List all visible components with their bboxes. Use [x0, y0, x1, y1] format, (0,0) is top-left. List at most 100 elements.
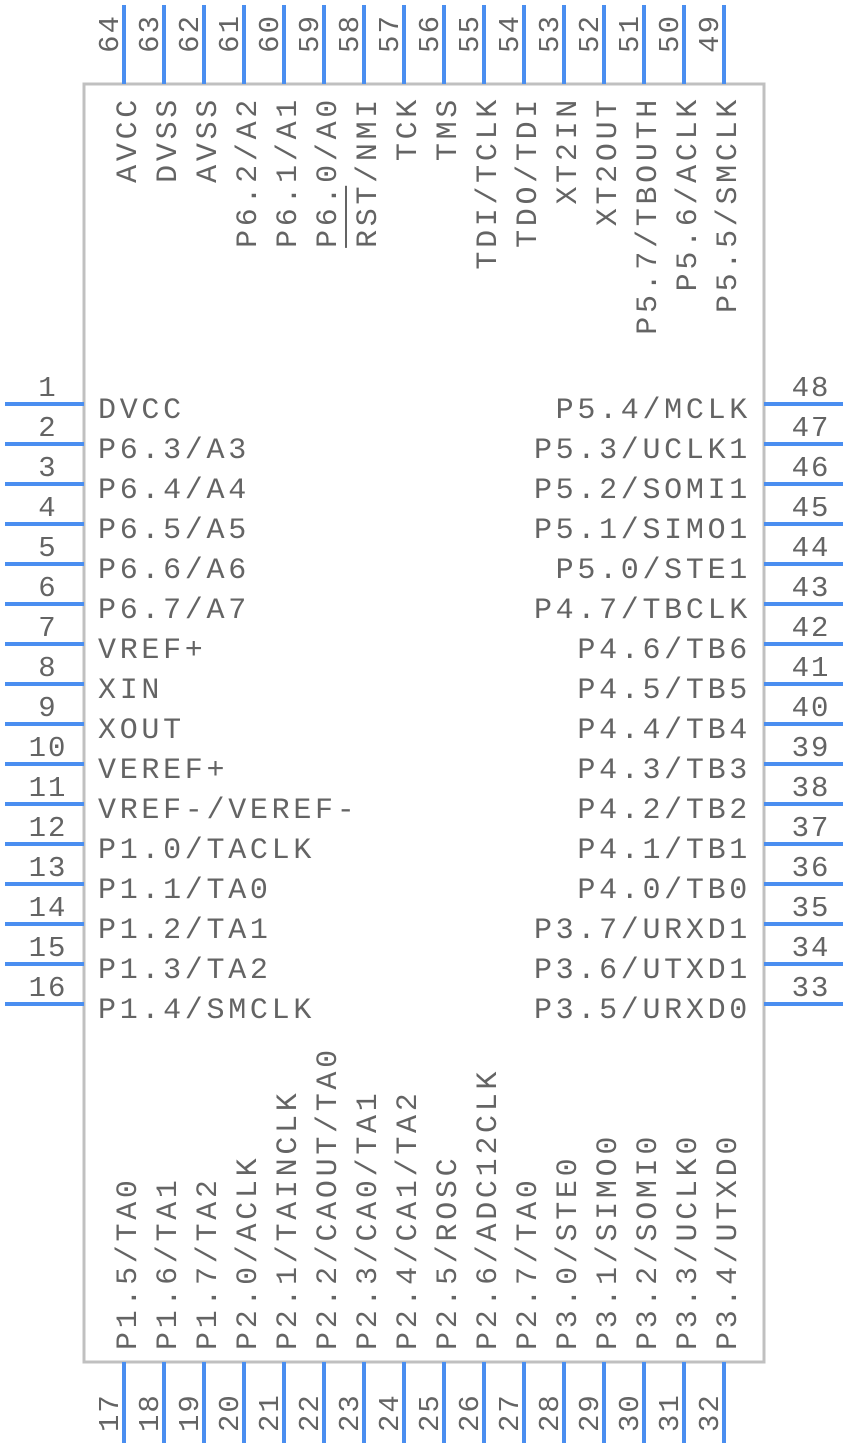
pin-label: P4.5/TB5 — [577, 674, 751, 708]
pin-label: P3.6/UTXD1 — [534, 954, 751, 988]
pin-number: 22 — [294, 1393, 327, 1432]
pin-label: P3.2/SOMI0 — [632, 1133, 666, 1350]
pin-label: VREF-/VEREF- — [98, 794, 358, 828]
pin-number: 24 — [374, 1393, 407, 1432]
pin-label: RST/NMI — [352, 96, 386, 248]
pin-label: P1.1/TA0 — [98, 874, 272, 908]
pin-number: 9 — [38, 692, 57, 725]
pin-label: P6.0/A0 — [312, 96, 346, 248]
pin-number: 46 — [792, 452, 831, 485]
pin-label: XIN — [98, 674, 163, 708]
pin-label: P3.7/URXD1 — [534, 914, 751, 948]
pin-number: 32 — [694, 1393, 727, 1432]
pin-number: 44 — [792, 532, 831, 565]
pin-number: 10 — [29, 732, 68, 765]
pin-number: 16 — [29, 972, 68, 1005]
pin-number: 57 — [374, 14, 407, 53]
pin-label: P2.2/CAOUT/TA0 — [312, 1046, 346, 1350]
pin-number: 8 — [38, 652, 57, 685]
pin-number: 47 — [792, 412, 831, 445]
pin-label: TDO/TDI — [512, 96, 546, 248]
pin-label: P2.5/ROSC — [432, 1155, 466, 1350]
pin-number: 48 — [792, 372, 831, 405]
pin-number: 40 — [792, 692, 831, 725]
pin-label: TMS — [432, 96, 466, 161]
pin-label: TCK — [392, 96, 426, 161]
pin-label: P3.3/UCLK0 — [672, 1133, 706, 1350]
pin-number: 19 — [174, 1393, 207, 1432]
pin-number: 29 — [574, 1393, 607, 1432]
pin-number: 54 — [494, 14, 527, 53]
pin-number: 41 — [792, 652, 831, 685]
pin-label: P3.1/SIMO0 — [592, 1133, 626, 1350]
pin-label: P1.5/TA0 — [112, 1176, 146, 1350]
pin-number: 59 — [294, 14, 327, 53]
pin-number: 50 — [654, 14, 687, 53]
pin-number: 52 — [574, 14, 607, 53]
pin-number: 20 — [214, 1393, 247, 1432]
pin-number: 39 — [792, 732, 831, 765]
pin-number: 1 — [38, 372, 57, 405]
pin-label: P4.6/TB6 — [577, 634, 751, 668]
pin-label: P6.5/A5 — [98, 514, 250, 548]
pin-number: 37 — [792, 812, 831, 845]
pin-label: P4.1/TB1 — [577, 834, 751, 868]
pin-number: 38 — [792, 772, 831, 805]
pin-label: AVSS — [192, 96, 226, 183]
pin-label: P5.5/SMCLK — [712, 96, 746, 313]
pin-label: P4.0/TB0 — [577, 874, 751, 908]
pin-number: 15 — [29, 932, 68, 965]
pin-label: P5.1/SIMO1 — [534, 514, 751, 548]
pin-label: AVCC — [112, 96, 146, 183]
pin-label: P2.6/ADC12CLK — [472, 1068, 506, 1350]
pin-label: P4.3/TB3 — [577, 754, 751, 788]
pin-number: 12 — [29, 812, 68, 845]
pin-label: P6.2/A2 — [232, 96, 266, 248]
pin-label: P6.7/A7 — [98, 594, 250, 628]
pin-number: 56 — [414, 14, 447, 53]
pin-label: P2.4/CA1/TA2 — [392, 1090, 426, 1350]
pin-number: 18 — [134, 1393, 167, 1432]
pin-number: 60 — [254, 14, 287, 53]
pin-number: 4 — [38, 492, 57, 525]
pin-label: P5.4/MCLK — [556, 394, 751, 428]
pin-label: P5.6/ACLK — [672, 96, 706, 291]
pin-label: P4.2/TB2 — [577, 794, 751, 828]
pin-label: TDI/TCLK — [472, 96, 506, 270]
pin-number: 49 — [694, 14, 727, 53]
pin-label: P1.3/TA2 — [98, 954, 272, 988]
pin-number: 5 — [38, 532, 57, 565]
pin-label: P5.3/UCLK1 — [534, 434, 751, 468]
pin-number: 2 — [38, 412, 57, 445]
pin-label: P3.0/STE0 — [552, 1155, 586, 1350]
pin-number: 64 — [94, 14, 127, 53]
pin-label: P2.7/TA0 — [512, 1176, 546, 1350]
pin-label: P6.4/A4 — [98, 474, 250, 508]
pin-label: VREF+ — [98, 634, 207, 668]
pin-number: 3 — [38, 452, 57, 485]
pin-label: DVSS — [152, 96, 186, 183]
pin-number: 34 — [792, 932, 831, 965]
pin-number: 36 — [792, 852, 831, 885]
pin-label: P2.3/CA0/TA1 — [352, 1090, 386, 1350]
pin-number: 35 — [792, 892, 831, 925]
pin-label: XOUT — [98, 714, 185, 748]
pin-number: 55 — [454, 14, 487, 53]
pin-label: P4.4/TB4 — [577, 714, 751, 748]
pin-number: 58 — [334, 14, 367, 53]
pin-label: P2.0/ACLK — [232, 1155, 266, 1350]
pin-label: P5.2/SOMI1 — [534, 474, 751, 508]
pin-number: 7 — [38, 612, 57, 645]
pin-number: 13 — [29, 852, 68, 885]
pin-number: 31 — [654, 1393, 687, 1432]
pin-label: XT2IN — [552, 96, 586, 205]
pin-label: P6.1/A1 — [272, 96, 306, 248]
pin-number: 63 — [134, 14, 167, 53]
pin-label: P1.6/TA1 — [152, 1176, 186, 1350]
pin-number: 45 — [792, 492, 831, 525]
pin-label: P3.5/URXD0 — [534, 994, 751, 1028]
pin-number: 27 — [494, 1393, 527, 1432]
pin-number: 30 — [614, 1393, 647, 1432]
pin-number: 28 — [534, 1393, 567, 1432]
